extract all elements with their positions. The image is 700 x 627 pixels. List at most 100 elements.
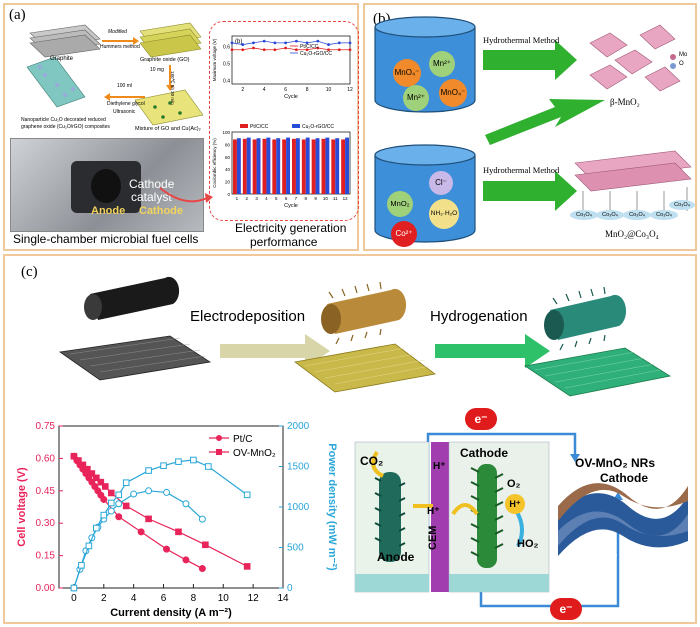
mixture-label: Mixture of GO and Cu(Ac)₂ bbox=[135, 126, 201, 132]
mfc-photo: Cathode catalyst Anode Cathode bbox=[10, 138, 204, 232]
mini-line-y-tick: 0.6 bbox=[223, 44, 230, 50]
data-point bbox=[107, 489, 115, 497]
cathode-label: Cathode bbox=[460, 446, 508, 460]
y2-tick-label: 0 bbox=[287, 583, 293, 594]
panel-a-label: (a) bbox=[9, 7, 26, 23]
data-point bbox=[93, 524, 100, 532]
mini-line-y-tick: 0.4 bbox=[223, 79, 230, 85]
mini-line-point bbox=[337, 48, 341, 52]
co3o4-label-1: Co₃O₄ bbox=[570, 210, 598, 220]
mini-line-point bbox=[273, 41, 277, 45]
mini-bar bbox=[252, 139, 257, 194]
mini-bar-x-tick: 12 bbox=[343, 196, 349, 201]
mini-line-xlabel: Cycle bbox=[284, 94, 298, 100]
mini-bar bbox=[321, 138, 326, 194]
ion-bottom-1: Cl⁻ bbox=[429, 171, 453, 195]
mini-line-point bbox=[241, 43, 245, 46]
h-plus-label-2: H⁺ bbox=[427, 506, 440, 517]
panel-c: (c) Electrodeposition bbox=[3, 254, 697, 624]
mini-line-point bbox=[252, 46, 255, 50]
legend-marker-2 bbox=[216, 449, 222, 455]
mini-bar bbox=[341, 139, 346, 194]
composite-label-2: graphene oxide (Cu₂O/rGO) composites bbox=[21, 124, 110, 130]
mini-bar-legend-swatch bbox=[292, 124, 300, 128]
mini-line-point bbox=[327, 43, 330, 46]
x-tick-label: 2 bbox=[101, 593, 107, 604]
panel-b: (b) bbox=[363, 3, 697, 251]
data-point bbox=[130, 490, 138, 498]
data-point bbox=[137, 528, 145, 536]
mini-bar bbox=[331, 139, 336, 194]
data-point bbox=[97, 478, 105, 486]
data-point bbox=[145, 487, 153, 495]
anode-chamber bbox=[354, 441, 430, 593]
mno2-co3o4-structure bbox=[574, 150, 692, 211]
mini-bar bbox=[236, 138, 241, 194]
mini-bar bbox=[233, 139, 237, 194]
mini-line-series-0 bbox=[232, 47, 350, 51]
perf-caption-1: Electricity generation bbox=[235, 221, 347, 235]
go-label: Graphite oxide (GO) bbox=[140, 57, 190, 63]
data-point bbox=[75, 457, 82, 464]
data-point bbox=[163, 488, 171, 496]
mini-bar bbox=[335, 138, 340, 194]
arrow-hydrogenation bbox=[435, 334, 550, 368]
data-point bbox=[182, 500, 190, 508]
nr-title-2: Cathode bbox=[600, 471, 648, 485]
legend-o: O bbox=[679, 61, 684, 67]
data-point bbox=[88, 470, 96, 477]
x-axis-label: Current density (A m⁻²) bbox=[110, 607, 232, 619]
mini-bar-x-tick: 8 bbox=[304, 196, 307, 201]
mini-line-title: (b) bbox=[235, 39, 242, 45]
mini-line-point bbox=[316, 39, 320, 43]
mini-line-point bbox=[262, 39, 266, 43]
data-point bbox=[115, 491, 123, 499]
ion-top-4: MnO₄⁻ bbox=[439, 79, 467, 107]
step-hydrogenation: Hydrogenation bbox=[430, 308, 528, 325]
mini-bar-x-tick: 3 bbox=[255, 196, 258, 201]
mini-bar bbox=[266, 137, 271, 194]
mini-bar bbox=[292, 138, 296, 194]
data-point bbox=[100, 495, 108, 503]
data-point bbox=[202, 541, 209, 549]
ho2-label: HO₂ bbox=[517, 538, 539, 550]
panel-a: (a) bbox=[3, 3, 359, 251]
electron-badge-top: e⁻ bbox=[465, 408, 497, 430]
mini-bar-x-tick: 2 bbox=[245, 196, 248, 201]
mini-line-point bbox=[230, 48, 234, 52]
mini-line-series-1 bbox=[231, 40, 350, 45]
mini-bar-y-tick: 0 bbox=[227, 192, 230, 197]
mno2-co3o4-label: MnO₂@Co₃O₄ bbox=[605, 229, 659, 239]
o2-label: O₂ bbox=[507, 478, 521, 490]
mini-bar bbox=[295, 138, 300, 194]
mini-line-x-tick: 6 bbox=[284, 87, 287, 93]
mini-line-point bbox=[294, 39, 298, 43]
beta-mno2-label: β-MnO₂ bbox=[610, 97, 640, 107]
composite-label-1: Nanoparticle Cu₂O decorated reduced bbox=[21, 117, 106, 123]
mno2-coated-rod bbox=[321, 281, 407, 345]
y2-axis-label: Power density (mW m⁻²) bbox=[326, 443, 338, 571]
mini-bar bbox=[242, 138, 247, 194]
mini-bar-ylabel: Coulombic efficiency (%) bbox=[212, 138, 217, 188]
data-point bbox=[243, 491, 251, 499]
process-illustration bbox=[58, 276, 672, 397]
data-point bbox=[115, 500, 123, 508]
y-tick-label: 0.60 bbox=[36, 453, 56, 464]
cem-membrane bbox=[431, 442, 449, 592]
dg-label-1: 3DG bbox=[587, 534, 612, 548]
data-point bbox=[145, 515, 152, 523]
data-point bbox=[70, 452, 78, 460]
mfc-caption: Single-chamber microbial fuel cells bbox=[13, 232, 199, 246]
data-point bbox=[100, 511, 108, 519]
mini-bar-x-tick: 10 bbox=[323, 196, 329, 201]
mini-line-x-tick: 4 bbox=[263, 87, 266, 93]
mini-line-legend-label: Pt/C/CC bbox=[300, 44, 319, 50]
arrow-electrodeposition bbox=[220, 334, 330, 368]
mini-line-x-tick: 10 bbox=[326, 87, 332, 93]
mini-line-point bbox=[284, 46, 288, 50]
legend-mo: Mo bbox=[679, 52, 688, 58]
method-label-2: Hydrothermal Method bbox=[483, 165, 560, 175]
y-tick-label: 0.45 bbox=[36, 486, 56, 497]
